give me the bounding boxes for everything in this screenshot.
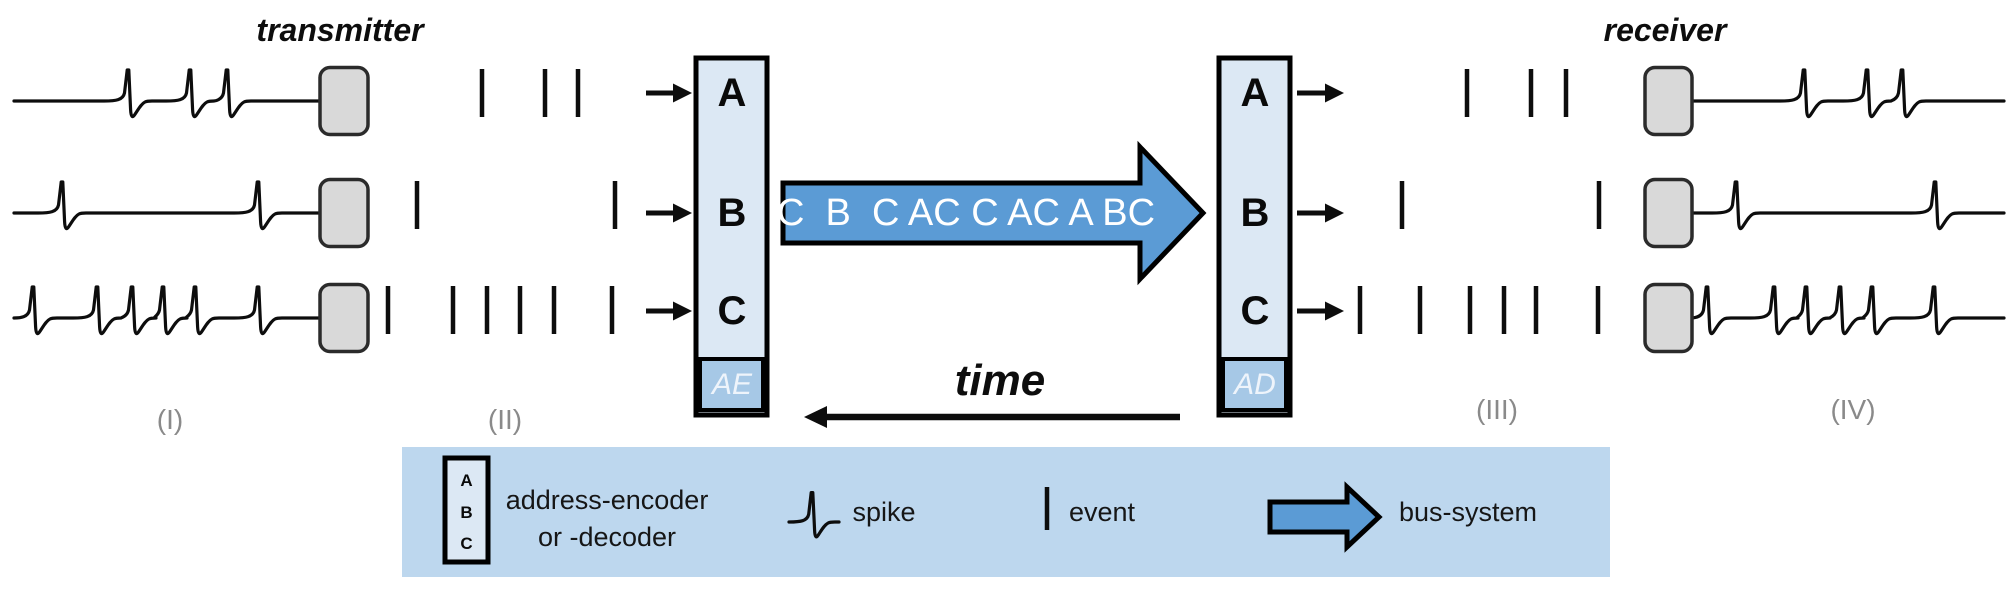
bus-arrow xyxy=(780,140,1207,286)
address-decoder-box-tag-section xyxy=(1221,357,1288,412)
address-encoder-box-body xyxy=(693,55,770,418)
legend-spike-icon xyxy=(787,490,841,539)
rx-neuron-box-B xyxy=(1643,177,1694,249)
arrow-out-of-decoder-C-head xyxy=(1325,301,1344,321)
tx-trace-C xyxy=(12,285,324,336)
time-arrow-head xyxy=(804,406,827,428)
address-encoder-box-tag-section xyxy=(698,357,765,412)
rx-trace-C xyxy=(1688,285,2006,336)
tx-neuron-box-B xyxy=(318,177,370,249)
rx-neuron-box-C xyxy=(1643,282,1694,354)
rx-trace-A xyxy=(1688,68,2006,119)
tx-neuron-box-A xyxy=(318,65,370,137)
legend-bus-arrow-icon xyxy=(1267,481,1383,553)
address-decoder-box-body xyxy=(1216,55,1293,418)
legend-address-box-icon xyxy=(442,455,491,565)
arrow-into-encoder-C-head xyxy=(673,301,692,321)
rx-neuron-box-A xyxy=(1643,65,1694,137)
arrow-into-encoder-A-head xyxy=(673,83,692,103)
legend-panel xyxy=(402,447,1610,577)
rx-trace-B xyxy=(1688,180,2006,231)
tx-trace-A xyxy=(12,68,324,119)
arrow-out-of-decoder-B-head xyxy=(1325,203,1344,223)
arrow-out-of-decoder-A-head xyxy=(1325,83,1344,103)
tx-neuron-box-C xyxy=(318,282,370,354)
tx-trace-B xyxy=(12,180,324,231)
arrow-into-encoder-B-head xyxy=(673,203,692,223)
